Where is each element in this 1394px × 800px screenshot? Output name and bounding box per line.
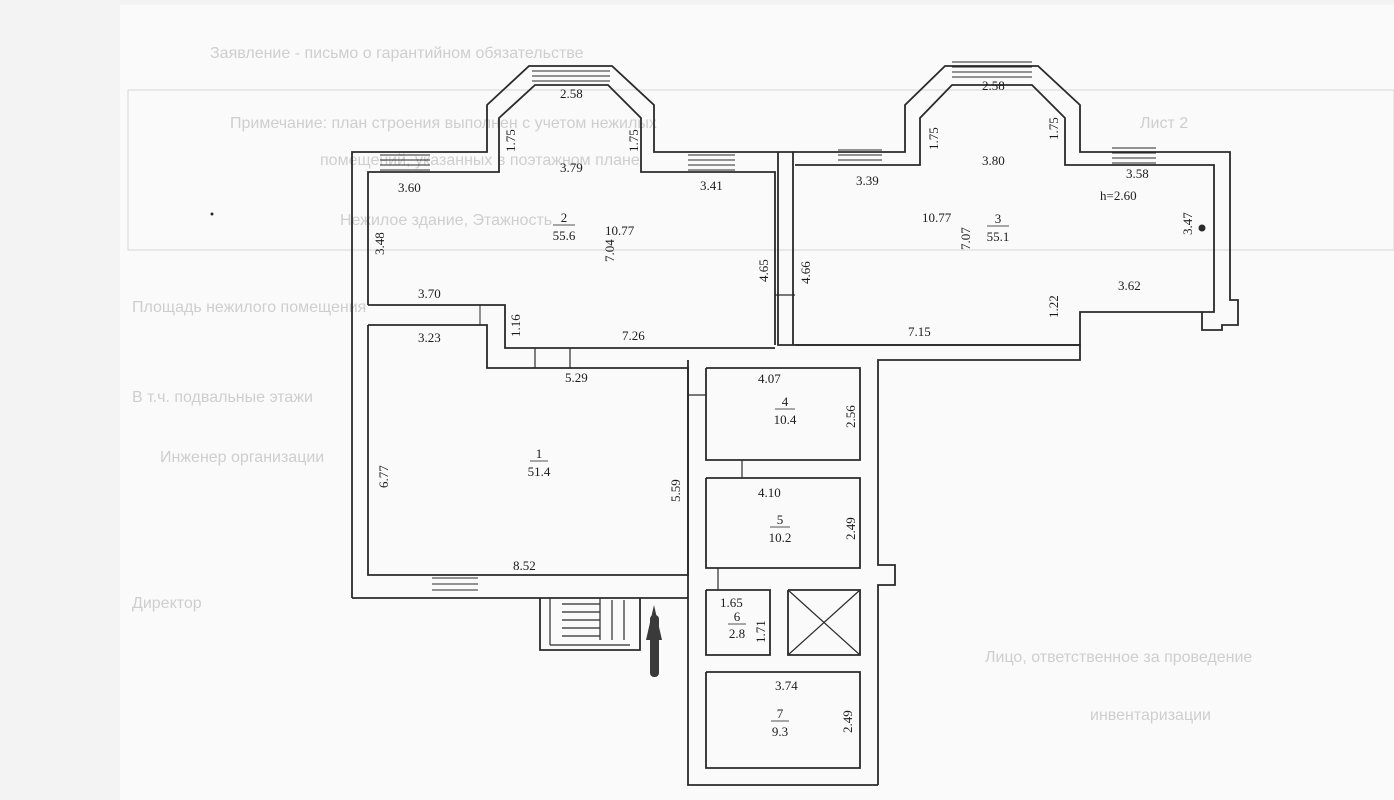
ghost-text-4: Лист 2 — [1140, 115, 1188, 132]
dimension-label: 1.71 — [753, 620, 768, 643]
background-text: Заявление - письмо о гарантийном обязате… — [132, 45, 1252, 724]
dimension-label: 1.75 — [1046, 117, 1061, 140]
dimension-label: 2.56 — [843, 405, 858, 428]
room-area: 55.1 — [987, 229, 1010, 244]
room-number: 1 — [536, 446, 543, 461]
dimension-label: 3.39 — [856, 173, 879, 188]
speck — [210, 212, 214, 216]
column-mark — [1198, 224, 1206, 232]
room-number: 2 — [561, 210, 568, 225]
dimension-label: 8.52 — [513, 558, 536, 573]
dimension-label: 7.15 — [908, 324, 931, 339]
room-label-4: 4 10.4 — [774, 394, 797, 427]
paper-sheet — [120, 5, 1394, 800]
room-label-3: 3 55.1 — [987, 211, 1010, 244]
dimension-label: 5.29 — [565, 370, 588, 385]
dimension-label: 1.75 — [926, 127, 941, 150]
room-number: 5 — [777, 512, 784, 527]
dimension-label: 2.58 — [560, 86, 583, 101]
dimension-label: 3.23 — [418, 330, 441, 345]
window-icon — [952, 61, 1032, 78]
room-area: 10.4 — [774, 412, 797, 427]
ghost-text-2: помещений, указанных в поэтажном плане — [320, 152, 640, 169]
window-icon — [432, 577, 478, 591]
dimension-label: 7.04 — [602, 239, 617, 262]
room-label-6: 6 2.8 — [728, 609, 746, 641]
dimension-label: 6.77 — [376, 465, 391, 488]
dimension-label: 1.75 — [626, 129, 641, 152]
dimension-label: 3.74 — [775, 678, 798, 693]
dimension-label: 2.49 — [840, 710, 855, 733]
dimension-label: 3.79 — [560, 160, 583, 175]
background-table — [127, 89, 1394, 251]
window-icon — [1112, 147, 1156, 164]
dimension-label: 4.07 — [758, 371, 781, 386]
room-area: 51.4 — [528, 464, 551, 479]
room-area: 9.3 — [772, 724, 788, 739]
room-label-5: 5 10.2 — [769, 512, 792, 545]
dimension-label: 4.10 — [758, 485, 781, 500]
room-area: 2.8 — [729, 626, 745, 641]
window-icon — [380, 154, 430, 171]
dimension-label: 3.47 — [1180, 212, 1195, 235]
dimension-label: 4.66 — [798, 261, 813, 284]
room-number: 6 — [734, 609, 741, 624]
dimension-label: 1.22 — [1046, 295, 1061, 318]
windows — [380, 61, 1156, 591]
dimension-label: 3.48 — [372, 232, 387, 255]
dimension-label: 3.80 — [982, 153, 1005, 168]
dimension-label: 10.77 — [605, 223, 635, 238]
room-number: 4 — [782, 394, 789, 409]
ghost-text-5: Площадь нежилого помещения — [132, 299, 366, 316]
dimension-label: 7.26 — [622, 328, 645, 343]
dimension-label: 3.58 — [1126, 166, 1149, 181]
window-icon — [532, 65, 610, 82]
dimension-label: 7.07 — [958, 227, 973, 250]
dimension-label: 4.65 — [756, 259, 771, 282]
ghost-text-3: Нежилое здание, Этажность — [340, 212, 552, 229]
ghost-text-9: Лицо, ответственное за проведение — [985, 649, 1252, 666]
room-area: 10.2 — [769, 530, 792, 545]
dimension-label: 3.60 — [398, 180, 421, 195]
room-label-7: 7 9.3 — [771, 706, 789, 739]
dimension-label: 3.62 — [1118, 278, 1141, 293]
ghost-text-1: Примечание: план строения выполнен с уче… — [230, 115, 657, 132]
room-area: 55.6 — [553, 228, 576, 243]
window-icon — [838, 149, 882, 166]
room-labels: 1 51.4 2 55.6 3 55.1 4 10.4 5 10.2 6 2.8 — [528, 210, 1010, 739]
ghost-text-10: инвентаризации — [1090, 707, 1211, 724]
dimension-label: 1.75 — [503, 129, 518, 152]
ghost-text-8: Директор — [132, 595, 202, 612]
ghost-text-7: Инженер организации — [160, 449, 324, 466]
ghost-text-6: В т.ч. подвальные этажи — [132, 389, 313, 406]
room-number: 7 — [777, 706, 784, 721]
ghost-text-0: Заявление - письмо о гарантийном обязате… — [210, 45, 584, 62]
window-icon — [688, 154, 735, 171]
walls — [351, 65, 1239, 786]
room-number: 3 — [995, 211, 1002, 226]
height-note: h=2.60 — [1100, 188, 1137, 203]
dimension-label: 1.65 — [720, 595, 743, 610]
room-label-1: 1 51.4 — [528, 446, 551, 479]
dimension-label: 10.77 — [922, 210, 952, 225]
dimension-label: 3.41 — [700, 178, 723, 193]
dimension-label: 3.70 — [418, 286, 441, 301]
dimension-label: 2.58 — [982, 78, 1005, 93]
dimension-label: 2.49 — [843, 517, 858, 540]
entrance-arrow-icon — [646, 605, 662, 677]
dimensions: 2.58 1.75 1.75 3.79 3.60 3.41 3.48 10.77… — [372, 78, 1195, 733]
dimension-label: 1.16 — [508, 314, 523, 337]
room-label-2: 2 55.6 — [553, 210, 576, 243]
staircase — [549, 598, 630, 646]
dimension-label: 5.59 — [668, 479, 683, 502]
